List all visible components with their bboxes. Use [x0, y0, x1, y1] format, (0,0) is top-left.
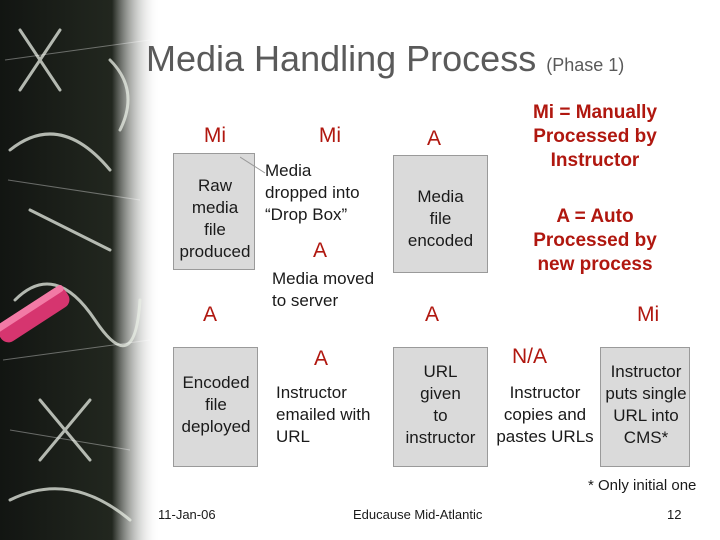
step-8-text: Instructor copies and pastes URLs: [496, 383, 594, 446]
footer-date: 11-Jan-06: [158, 507, 216, 522]
page-number: 12: [667, 507, 682, 522]
step-7-text: URL given to instructor: [405, 362, 476, 447]
title-phase: (Phase 1): [546, 55, 625, 75]
step-7-box: [393, 347, 488, 467]
step-1-box: [173, 153, 255, 270]
step-9-code: Mi: [637, 303, 660, 326]
step-9-text: Instructor puts single URL into CMS*: [605, 362, 687, 447]
step-6-code: A: [313, 347, 328, 370]
step-3-code: A: [312, 239, 327, 262]
footer-event: Educause Mid-Atlantic: [353, 507, 483, 522]
step-5-text: Encoded file deployed: [181, 373, 251, 436]
step-4-text: Media file encoded: [407, 187, 474, 250]
step-9-box: [600, 347, 690, 467]
step-2-code: Mi: [318, 124, 342, 147]
legend-auto: A = Auto Processed by new process: [533, 206, 657, 275]
chalkboard-decoration: [0, 0, 160, 540]
step-8-code: N/A: [512, 345, 548, 368]
legend-manual: Mi = Manually Processed by Instructor: [532, 102, 658, 171]
step-1-text: Raw media file produced: [179, 176, 251, 261]
step-1-code: Mi: [203, 124, 227, 147]
step-2-text: Media dropped into “Drop Box”: [265, 161, 360, 224]
step-3-text: Media moved to server: [272, 269, 375, 310]
title-text: Media Handling Process: [146, 38, 537, 79]
step-5-box: [173, 347, 258, 467]
step-5-code: A: [203, 303, 218, 326]
step-6-text: Instructor emailed with URL: [276, 383, 371, 446]
footnote: * Only initial one: [588, 477, 697, 494]
slide-title: Media Handling Process (Phase 1): [146, 38, 624, 80]
step-2-connector: [240, 156, 266, 174]
step-7-code: A: [424, 303, 439, 326]
step-4-box: [393, 155, 488, 273]
step-4-code: A: [426, 127, 441, 150]
